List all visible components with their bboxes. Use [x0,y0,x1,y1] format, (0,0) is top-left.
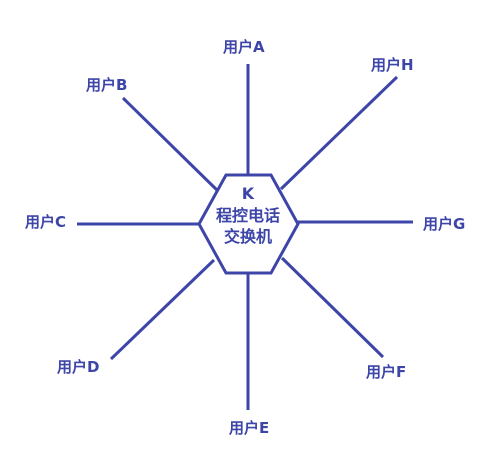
exchange-name-line1: 程控电话 [215,205,280,225]
user-label-e: 用户E [229,419,270,437]
exchange-name-line2: 交换机 [223,227,272,247]
user-label-g: 用户G [423,215,466,233]
link-user-b [121,96,222,195]
link-user-d [109,258,216,361]
user-label-c: 用户C [25,213,67,231]
exchange-hexagon [197,173,300,275]
user-label-f: 用户F [366,363,407,381]
user-label-d: 用户D [57,358,100,376]
user-label-a: 用户A [223,38,265,56]
exchange-label: K 程控电话 交换机 [198,183,298,248]
exchange-code: K [241,184,255,203]
link-user-f [280,256,385,359]
user-label-b: 用户B [86,76,128,94]
user-label-h: 用户H [371,56,414,74]
link-user-h [279,75,399,191]
